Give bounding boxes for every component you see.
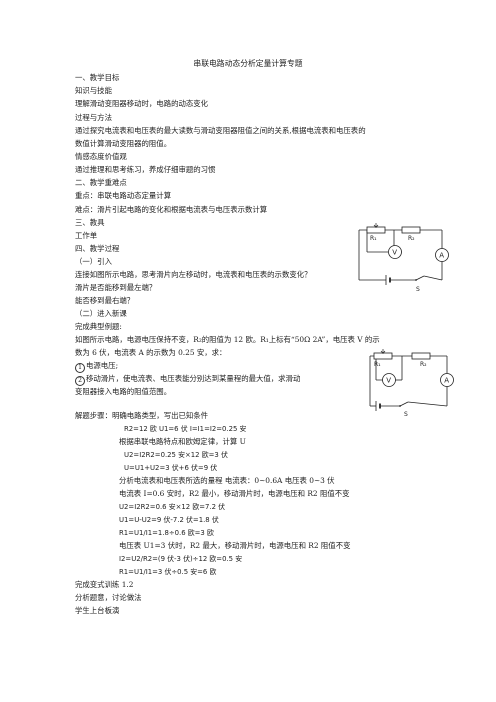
solution-case-current: 电流表 I=0.6 安时，R2 最小，移动滑片时，电源电压和 R2 阻值不变: [119, 489, 350, 498]
text-intro-2: 滑片是否能移到最左端？: [75, 283, 157, 292]
solution-calc-u2-max: U2=I2R2=0.6 安×12 欧=7.2 伏: [119, 503, 226, 511]
text-discussion: 分析题意，讨论做法: [75, 593, 142, 602]
question-number-1: 1: [75, 363, 85, 373]
resistor-r1-2: R₁: [373, 349, 393, 368]
voltmeter-2: V: [382, 373, 396, 387]
question-line-2: 数为 6 伏，电流表 A 的示数为 0.25 安，求：: [75, 348, 227, 357]
battery: [385, 275, 391, 285]
resistor-r2-2: R₂: [411, 352, 431, 368]
label-switch-2: S: [404, 411, 408, 418]
label-ammeter-2: A: [444, 377, 449, 385]
battery-2: [375, 401, 381, 411]
text-example-heading: 完成典型例题:: [75, 322, 122, 331]
section-key-points: 二、教学重难点: [75, 178, 127, 187]
text-knowledge: 理解滑动变阻器移动时，电路的动态变化: [75, 99, 209, 108]
label-r2-2: R₂: [420, 361, 427, 368]
circuit-diagram-2: R₁ R₂ V A S: [369, 349, 454, 418]
label-voltmeter-2: V: [386, 376, 391, 384]
label-r1-2: R₁: [374, 361, 381, 368]
label-voltmeter: V: [392, 248, 397, 256]
switch-2: S: [399, 405, 408, 418]
resistor-r1: R₁: [366, 223, 386, 242]
question-part-1-text: 电源电压;: [86, 361, 119, 370]
question-part-2-text: 移动滑片，使电流表、电压表能分别达到某量程的最大值，求滑动: [86, 374, 301, 383]
switch: S: [415, 279, 420, 293]
question-line-1: 如图所示电路，电源电压保持不变，R₂的阻值为 12 欧。R₁上标有“50Ω 2A…: [75, 335, 380, 344]
page-title: 串联电路动态分析定量计算专题: [193, 59, 303, 68]
solution-calc-i2: I2=U2/R2=(9 伏-3 伏)÷12 欧=0.5 安: [119, 555, 243, 563]
subheading-intro: （一）引入: [75, 257, 112, 266]
label-r2: R₂: [408, 235, 415, 242]
section-objectives: 一、教学目标: [75, 73, 120, 82]
label-ammeter: A: [439, 252, 444, 260]
circuit-diagram-1: R₁ R₂ V A S: [358, 223, 449, 293]
solution-intro: 解题步骤：明确电路类型，写出已知条件: [75, 411, 209, 420]
section-tools: 三、教具: [75, 218, 105, 227]
text-board: 学生上台板演: [75, 606, 120, 615]
solution-calc-u2: U2=I2R2=0.25 安×12 欧=3 伏: [124, 451, 228, 459]
subheading-process: 过程与方法: [75, 113, 112, 122]
subheading-new-lesson: （二）进入新课: [75, 309, 127, 318]
question-line-5: 变阻器接入电路的阻值范围。: [75, 387, 172, 396]
text-process-2: 数值计算滑动变阻器的阻值。: [75, 139, 172, 148]
solution-given: R2=12 欧 U1=6 伏 I=I1=I2=0.25 安: [124, 425, 247, 433]
resistor-r2: R₂: [401, 226, 421, 242]
text-difficulty: 难点：滑片引起电路的变化和根据电流表与电压表示数计算: [75, 205, 268, 214]
solution-step-u: 根据串联电路特点和欧姆定律，计算 U: [119, 437, 246, 446]
text-process-1: 通过探究电流表和电压表的最大读数与滑动变阻器阻值之间的关系,根据电流表和电压表的: [75, 126, 366, 135]
solution-ranges: 分析电流表和电压表所选的量程 电流表：0~0.6A 电压表 0~3 伏: [119, 476, 335, 485]
ammeter: A: [435, 248, 449, 262]
label-r1: R₁: [370, 235, 377, 242]
solution-case-voltage: 电压表 U1=3 伏时，R2 最大，移动滑片时，电源电压和 R2 阻值不变: [119, 541, 351, 550]
text-exercise: 完成变式训练 1.2: [75, 580, 134, 589]
question-number-2: 2: [75, 376, 85, 386]
ammeter-2: A: [440, 373, 454, 387]
label-switch: S: [416, 286, 420, 293]
section-process: 四、教学过程: [75, 244, 120, 253]
subheading-attitude: 情感态度价值观: [75, 152, 127, 161]
solution-calc-r1-max: R1=U1/I1=3 伏÷0.5 安=6 欧: [119, 568, 217, 576]
text-tools: 工作单: [75, 231, 98, 240]
text-key-point: 重点：串联电路动态定量计算: [75, 191, 172, 200]
voltmeter: V: [388, 245, 402, 259]
subheading-knowledge: 知识与技能: [75, 86, 112, 95]
text-attitude: 通过推理和思考练习，养成仔细审题的习惯: [75, 165, 216, 174]
solution-calc-u1-min: U1=U-U2=9 伏-7.2 伏=1.8 伏: [119, 516, 219, 524]
solution-calc-u: U=U1+U2=3 伏+6 伏=9 伏: [124, 464, 218, 472]
solution-calc-r1-min: R1=U1/I1=1.8÷0.6 欧=3 欧: [119, 529, 214, 537]
text-intro-3: 能否移到最右端？: [75, 296, 135, 305]
text-intro-1: 连接如图所示电路，思考滑片向左移动时，电流表和电压表的示数变化？: [75, 270, 312, 279]
